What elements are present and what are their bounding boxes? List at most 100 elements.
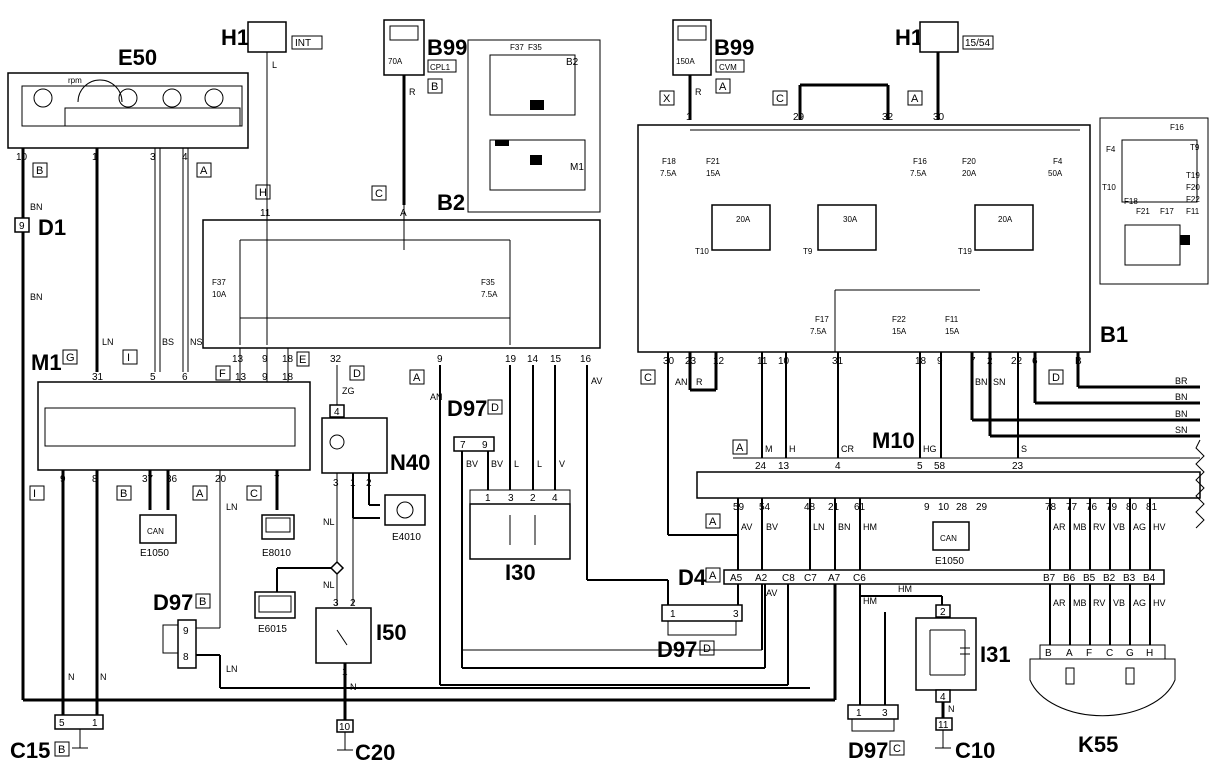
svg-text:C15: C15	[10, 738, 50, 763]
svg-text:CVM: CVM	[719, 63, 737, 72]
svg-text:F18: F18	[1124, 197, 1138, 206]
b1-fuse-box: 1 29 32 30 B1 F18 7.5A F21 15A F16 7.5A …	[637, 112, 1128, 385]
svg-text:9: 9	[482, 440, 488, 451]
svg-text:LN: LN	[102, 337, 114, 347]
svg-text:1: 1	[485, 493, 491, 504]
svg-text:AR: AR	[1053, 598, 1066, 608]
b99-right-fuse: 150A B99 CVM A X R	[659, 19, 754, 120]
svg-text:80: 80	[1126, 502, 1138, 513]
svg-text:F: F	[1086, 648, 1092, 659]
svg-text:N: N	[948, 704, 955, 714]
svg-text:D4: D4	[678, 565, 707, 590]
svg-text:4: 4	[334, 407, 340, 418]
svg-text:BN: BN	[975, 377, 988, 387]
svg-text:H1: H1	[895, 25, 923, 50]
svg-text:30: 30	[933, 112, 945, 123]
svg-text:4: 4	[940, 692, 946, 703]
svg-text:A2: A2	[755, 573, 768, 584]
svg-text:RV: RV	[1093, 598, 1105, 608]
svg-text:10: 10	[938, 502, 950, 513]
svg-text:N40: N40	[390, 450, 430, 475]
svg-text:10A: 10A	[212, 290, 227, 299]
svg-text:3: 3	[333, 478, 339, 489]
svg-text:9: 9	[262, 354, 268, 365]
svg-text:20A: 20A	[962, 169, 977, 178]
svg-text:BS: BS	[162, 337, 174, 347]
svg-text:I50: I50	[376, 620, 407, 645]
svg-text:A: A	[709, 570, 717, 582]
svg-text:A: A	[911, 93, 919, 105]
svg-text:F18: F18	[662, 157, 676, 166]
svg-text:15/54: 15/54	[965, 38, 990, 49]
svg-text:13: 13	[235, 372, 247, 383]
svg-text:M1: M1	[31, 350, 62, 375]
svg-text:13: 13	[778, 461, 790, 472]
c20-ground: 10 C20	[336, 719, 395, 765]
svg-text:F22: F22	[1186, 195, 1200, 204]
svg-text:10: 10	[339, 722, 351, 733]
svg-text:H: H	[789, 444, 796, 454]
e50-label: E50	[118, 45, 157, 70]
svg-text:S: S	[1021, 444, 1027, 454]
m10-engine-ecu: M10 A 24 13 4 5 58 23 59 54 48 21 61 9 1…	[696, 428, 1201, 529]
svg-text:T10: T10	[695, 247, 709, 256]
svg-text:F: F	[219, 368, 226, 380]
svg-text:150A: 150A	[676, 57, 695, 66]
svg-text:NL: NL	[323, 580, 335, 590]
svg-text:F17: F17	[1160, 207, 1174, 216]
svg-text:NS: NS	[190, 337, 203, 347]
svg-text:D: D	[353, 368, 361, 380]
d97-bottom-connector: 1 3 D97 D	[657, 604, 743, 662]
svg-text:I: I	[33, 488, 36, 500]
svg-text:F21: F21	[706, 157, 720, 166]
svg-text:7.5A: 7.5A	[660, 169, 677, 178]
svg-text:B1: B1	[1100, 322, 1128, 347]
svg-text:NL: NL	[323, 517, 335, 527]
svg-text:3: 3	[333, 598, 339, 609]
svg-text:D97: D97	[153, 590, 193, 615]
svg-text:LN: LN	[226, 502, 238, 512]
svg-text:CPL1: CPL1	[430, 63, 451, 72]
svg-text:SN: SN	[1175, 425, 1188, 435]
b2-fuse-box: B2 H 11 C A F37 10A F35 7.5A 13 9 18 E 3…	[202, 184, 601, 367]
svg-text:B: B	[1045, 648, 1052, 659]
svg-text:B: B	[58, 744, 65, 756]
svg-text:5: 5	[150, 372, 156, 383]
svg-text:D: D	[703, 643, 711, 655]
svg-text:HM: HM	[898, 584, 912, 594]
svg-text:22: 22	[1011, 356, 1023, 367]
e4010-gauge: E4010	[384, 494, 426, 543]
svg-text:58: 58	[934, 461, 946, 472]
svg-text:C8: C8	[782, 573, 795, 584]
svg-text:1: 1	[856, 708, 862, 719]
svg-text:H: H	[259, 187, 267, 199]
svg-text:N: N	[68, 672, 75, 682]
svg-text:29: 29	[976, 502, 988, 513]
svg-text:C20: C20	[355, 740, 395, 765]
svg-text:F20: F20	[1186, 183, 1200, 192]
svg-text:5: 5	[917, 461, 923, 472]
svg-text:20: 20	[215, 474, 227, 485]
svg-text:L: L	[537, 459, 542, 469]
svg-text:BV: BV	[766, 522, 778, 532]
svg-text:I30: I30	[505, 560, 536, 585]
svg-text:ZG: ZG	[342, 386, 355, 396]
e1050-right-can: CAN E1050	[932, 521, 970, 567]
svg-text:V: V	[559, 459, 565, 469]
svg-text:32: 32	[330, 354, 342, 365]
svg-text:B5: B5	[1083, 573, 1096, 584]
i31-sensor: 2 I31 4 N	[915, 604, 1011, 718]
svg-text:31: 31	[92, 372, 104, 383]
svg-text:C: C	[250, 488, 258, 500]
e1050-left-can: CAN E1050	[139, 514, 177, 559]
svg-text:B: B	[120, 488, 127, 500]
svg-text:7.5A: 7.5A	[481, 290, 498, 299]
svg-text:9: 9	[924, 502, 930, 513]
svg-text:HM: HM	[863, 596, 877, 606]
c10-ground: 11 C10	[935, 717, 995, 763]
svg-text:F16: F16	[1170, 123, 1184, 132]
svg-text:4: 4	[182, 152, 188, 163]
svg-text:F37: F37	[510, 43, 524, 52]
svg-text:E4010: E4010	[392, 532, 421, 543]
svg-text:C: C	[1106, 648, 1113, 659]
